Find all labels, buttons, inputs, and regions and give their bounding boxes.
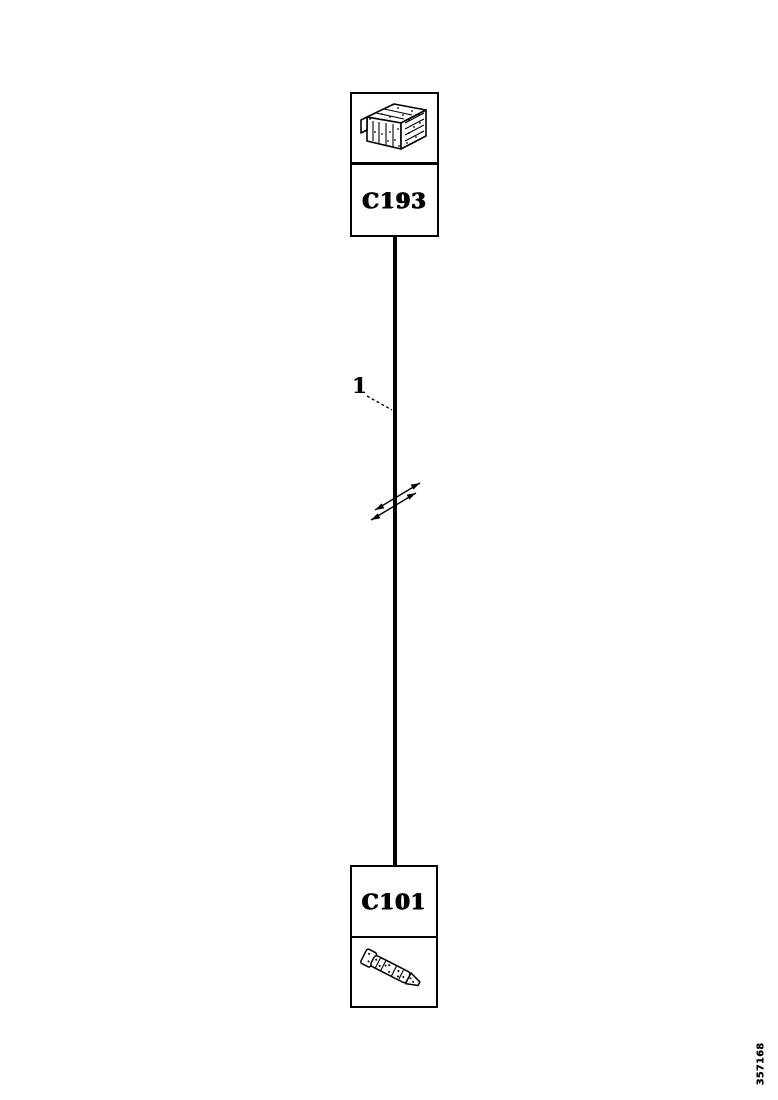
single-terminal-pin-icon	[360, 948, 421, 987]
connector-image-cell-bottom	[352, 938, 436, 1006]
wire-callout-1: 1	[352, 373, 367, 398]
connector-box-bottom: C101	[350, 865, 438, 1008]
wire-line	[393, 236, 397, 867]
connector-label-cell-bottom: C101	[352, 867, 436, 938]
multi-pin-connector-isometric-icon	[360, 103, 427, 150]
connector-image-cell-top	[352, 94, 437, 165]
connector-box-top: C193	[350, 92, 439, 237]
wire-break-slashes-icon	[370, 482, 421, 521]
figure-number: 357168	[755, 1042, 767, 1086]
connector-label-c101: C101	[361, 889, 427, 914]
connector-label-cell-top: C193	[352, 165, 437, 235]
connector-label-c193: C193	[362, 187, 427, 213]
callout-leader-line	[366, 395, 393, 411]
